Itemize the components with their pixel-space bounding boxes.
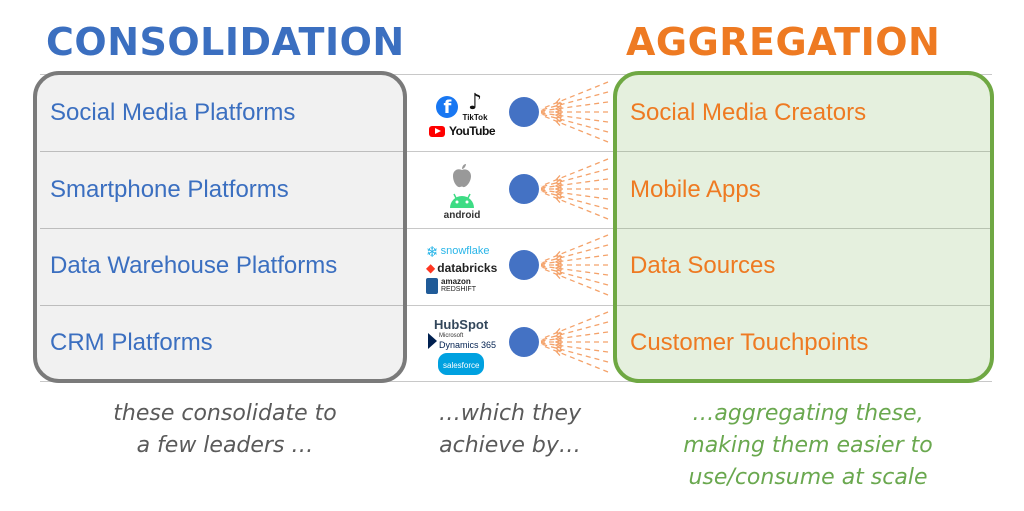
data-warehouse-logos: ❄ snowflake ◆ databricks amazon REDSHIFT: [426, 234, 506, 304]
fan-arrow-line: [540, 331, 609, 342]
caption-line: use/consume at scale: [688, 465, 928, 490]
left-label-data-warehouse-platforms: Data Warehouse Platforms: [50, 252, 338, 279]
dynamics-logo-text: Dynamics 365: [439, 339, 497, 350]
android-logo-icon: [450, 193, 474, 208]
fan-arrow-line: [540, 112, 609, 123]
dynamics-logo-icon: [428, 333, 437, 349]
caption-line: achieve by…: [439, 433, 581, 458]
row-divider: [40, 151, 992, 152]
fan-arrow-line: [540, 91, 609, 111]
databricks-logo-icon: ◆: [426, 261, 436, 275]
fan-arrow-head: [554, 349, 563, 356]
fan-arrow-line: [540, 178, 609, 189]
fan-arrow-line: [540, 113, 609, 133]
social-media-logos: f ♪ TikTok YouTube: [424, 80, 500, 150]
connector-dot: [509, 174, 539, 204]
fan-arrow-head: [554, 328, 563, 335]
hubspot-logo-text: HubSpot: [434, 316, 489, 332]
aggregation-box: [613, 71, 994, 383]
caption-line: …aggregating these,: [692, 401, 924, 426]
fan-arrow-line: [540, 114, 609, 143]
fan-arrow-head: [554, 251, 563, 258]
aggregation-heading: AGGREGATION: [626, 20, 941, 64]
left-label-social-media-platforms: Social Media Platforms: [50, 99, 296, 126]
fan-arrow-line: [540, 266, 609, 286]
fan-arrow-line: [540, 158, 609, 187]
apple-logo-icon: [453, 163, 471, 187]
row-divider: [40, 74, 992, 75]
salesforce-logo-text: salesforce: [443, 360, 480, 370]
fan-arrow-line: [540, 343, 609, 363]
caption-line: a few leaders …: [136, 433, 314, 458]
fan-arrow-line: [540, 168, 609, 188]
fan-arrow-head: [554, 196, 563, 203]
youtube-logo-icon: [428, 125, 445, 137]
right-label-data-sources: Data Sources: [630, 252, 776, 279]
fan-arrow-line: [540, 344, 609, 373]
fan-arrow-line: [540, 244, 609, 264]
android-logo-text: android: [443, 209, 481, 221]
fan-arrow-line: [540, 265, 609, 276]
snowflake-logo-icon: ❄: [426, 242, 439, 261]
right-label-mobile-apps: Mobile Apps: [630, 176, 761, 203]
consolidation-heading: CONSOLIDATION: [46, 20, 405, 64]
fan-arrow-line: [540, 189, 609, 200]
consolidation-box: [33, 71, 407, 383]
consolidation-caption: these consolidate to a few leaders …: [60, 398, 390, 462]
fan-arrow-head: [554, 98, 563, 105]
microsoft-logo-text: Microsoft: [439, 332, 464, 339]
youtube-logo-text: YouTube: [448, 123, 496, 138]
left-label-crm-platforms: CRM Platforms: [50, 329, 213, 356]
facebook-logo-icon: f: [436, 96, 459, 118]
aggregation-caption: …aggregating these, making them easier t…: [632, 398, 984, 494]
fan-arrow-head: [554, 272, 563, 279]
row-divider: [40, 381, 992, 382]
right-label-customer-touchpoints: Customer Touchpoints: [630, 329, 869, 356]
tiktok-logo-icon: ♪: [467, 89, 483, 115]
connector-dot: [509, 250, 539, 280]
salesforce-logo-icon: salesforce: [438, 352, 485, 375]
databricks-logo-text: databricks: [437, 260, 498, 275]
fan-arrow-line: [540, 81, 609, 110]
fan-arrow-line: [540, 101, 609, 112]
fan-arrow-line: [540, 321, 609, 341]
fan-arrow-head: [554, 175, 563, 182]
fan-arrow-line: [540, 190, 609, 210]
snowflake-logo-text: snowflake: [440, 245, 490, 257]
caption-line: making them easier to: [683, 433, 933, 458]
left-label-smartphone-platforms: Smartphone Platforms: [50, 176, 289, 203]
row-divider: [40, 305, 992, 306]
amazon-logo-text: amazon: [441, 276, 471, 286]
connector-dot: [509, 327, 539, 357]
fan-arrow-line: [540, 342, 609, 353]
redshift-logo-text: REDSHIFT: [441, 285, 476, 293]
redshift-logo-icon: [426, 277, 438, 294]
right-label-social-media-creators: Social Media Creators: [630, 99, 867, 126]
caption-line: …which they: [438, 401, 582, 426]
row-divider: [40, 228, 992, 229]
fan-arrow-line: [540, 191, 609, 220]
caption-line: these consolidate to: [113, 401, 337, 426]
connector-dot: [509, 97, 539, 127]
fan-arrow-line: [540, 254, 609, 265]
smartphone-logos: android: [424, 157, 500, 227]
fan-arrow-line: [540, 234, 609, 263]
tiktok-logo-text: TikTok: [462, 112, 488, 122]
fan-arrow-line: [540, 267, 609, 296]
fan-arrow-line: [540, 311, 609, 340]
middle-caption: …which they achieve by…: [410, 398, 610, 462]
crm-logos: HubSpot Microsoft Dynamics 365 salesforc…: [428, 311, 508, 381]
fan-arrow-head: [554, 119, 563, 126]
